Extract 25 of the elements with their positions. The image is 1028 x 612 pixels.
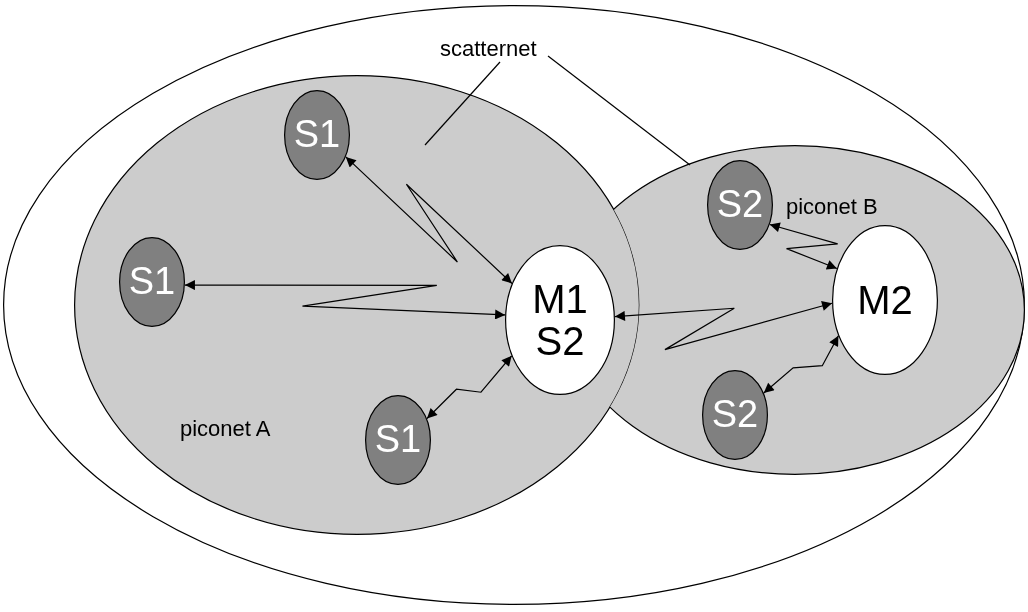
node-label: S2 bbox=[710, 395, 760, 435]
node-label: scatternet bbox=[440, 38, 537, 60]
node-label: piconet A bbox=[180, 418, 271, 440]
master-node bbox=[832, 225, 938, 375]
slave-node bbox=[702, 370, 768, 460]
node-label: S2 bbox=[715, 185, 765, 225]
slave-node bbox=[707, 160, 773, 250]
link-arrow bbox=[426, 355, 513, 420]
link-arrow bbox=[763, 335, 839, 394]
scatternet-ellipse bbox=[3, 5, 1025, 605]
node-label: M2 bbox=[856, 279, 914, 321]
node-label: S1 bbox=[127, 262, 177, 302]
node-label: piconet B bbox=[786, 196, 878, 218]
link-arrow bbox=[769, 222, 839, 270]
link-arrow bbox=[184, 280, 506, 320]
slave-node bbox=[284, 90, 350, 180]
node-label: S1 bbox=[373, 420, 423, 460]
slave-node bbox=[365, 395, 431, 485]
link-arrow bbox=[614, 301, 833, 351]
link-arrow bbox=[345, 156, 513, 285]
slave-node bbox=[119, 237, 185, 327]
leader-line bbox=[424, 61, 501, 146]
node-label: S1 bbox=[292, 115, 342, 155]
leader-line bbox=[547, 55, 691, 166]
node-label: M1 S2 bbox=[531, 278, 589, 362]
